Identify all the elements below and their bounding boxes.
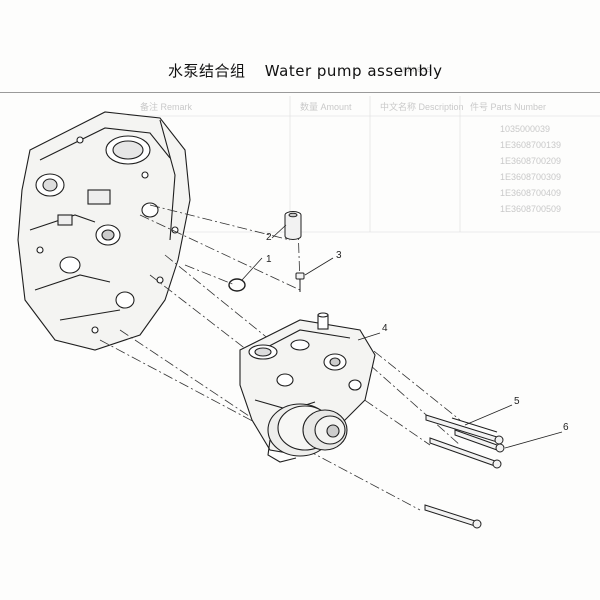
- part-3-plug: [295, 272, 305, 292]
- part-4-water-pump: [239, 312, 376, 463]
- ghost-header-description: 中文名称 Description: [380, 102, 464, 112]
- ghost-header-parts-number: 件号 Parts Number: [470, 102, 547, 112]
- ghost-row: 1035000039: [500, 124, 551, 134]
- title-chinese: 水泵结合组: [168, 62, 246, 80]
- engine-block: [17, 111, 191, 351]
- ghost-row: 1E3608700509: [500, 204, 562, 214]
- callout-5: 5: [514, 396, 520, 407]
- part-2-sleeve: [284, 211, 302, 240]
- ghost-row: 1E3608700209: [500, 156, 562, 166]
- callout-1: 1: [266, 254, 272, 265]
- ghost-header-amount: 数量 Amount: [300, 102, 352, 112]
- ghost-top-text: ydmess: [400, 64, 432, 74]
- part-5-6-bolts: [424, 414, 505, 529]
- page-title: 水泵结合组 Water pump assembly: [168, 60, 457, 81]
- ghost-row: 1E3608700309: [500, 172, 562, 182]
- header-rule: [0, 92, 600, 93]
- part-1-o-ring: [228, 278, 246, 292]
- title-english: Water pump assembly: [264, 62, 443, 80]
- callout-6: 6: [563, 422, 569, 433]
- ghost-table-lines: [130, 96, 600, 233]
- callout-3: 3: [336, 250, 342, 261]
- leader-lines: [241, 224, 563, 449]
- ghost-header-remark: 备注 Remark: [140, 102, 193, 112]
- ghost-row: 1E3608700409: [500, 188, 562, 198]
- callout-4: 4: [382, 323, 388, 334]
- callout-2: 2: [266, 232, 272, 243]
- ghost-row: 1E3608700139: [500, 140, 562, 150]
